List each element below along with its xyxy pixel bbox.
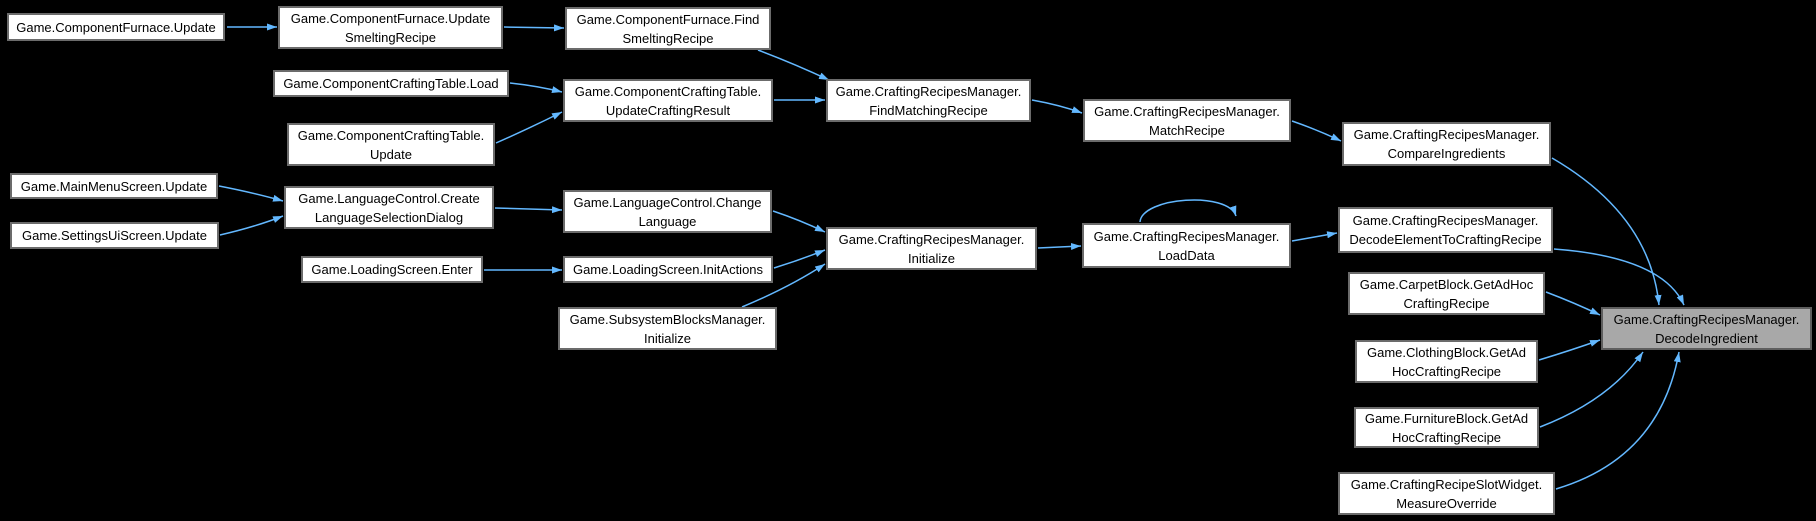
graph-node-clothing-block-get-ad-hoc-crafting-recipe[interactable]: Game.ClothingBlock.GetAd HocCraftingReci… xyxy=(1355,340,1538,383)
call-edge-crafting-recipes-manager-load-data--crafting-recipes-manager-decode-element-to-crafting-recipe xyxy=(1291,231,1338,242)
graph-node-crafting-recipes-manager-initialize[interactable]: Game.CraftingRecipesManager. Initialize xyxy=(826,227,1037,270)
call-edge-clothing-block-get-ad-hoc-crafting-recipe--crafting-recipes-manager-decode-ingredient xyxy=(1538,339,1601,361)
call-edge-main-menu-screen-update--language-control-create-language-selection-dialog xyxy=(218,185,284,202)
call-edge-component-furnace-update-smelting-recipe--component-furnace-find-smelting-recipe xyxy=(503,24,565,32)
call-edge-component-furnace-find-smelting-recipe--crafting-recipes-manager-find-matching-recipe xyxy=(757,49,830,81)
graph-node-crafting-recipes-manager-compare-ingredients[interactable]: Game.CraftingRecipesManager. CompareIngr… xyxy=(1342,122,1551,166)
graph-node-language-control-change-language[interactable]: Game.LanguageControl.Change Language xyxy=(563,190,772,233)
call-edge-language-control-change-language--crafting-recipes-manager-initialize xyxy=(772,210,826,233)
call-edge-component-crafting-table-update--component-crafting-table-update-crafting-result xyxy=(495,111,563,144)
graph-node-crafting-recipes-manager-load-data[interactable]: Game.CraftingRecipesManager. LoadData xyxy=(1082,223,1291,268)
graph-node-crafting-recipes-manager-decode-element-to-crafting-recipe[interactable]: Game.CraftingRecipesManager. DecodeEleme… xyxy=(1338,207,1553,253)
call-edge-settings-ui-screen-update--language-control-create-language-selection-dialog xyxy=(219,215,284,236)
call-edge-loading-screen-init-actions--crafting-recipes-manager-initialize xyxy=(773,249,826,269)
graph-node-crafting-recipes-manager-match-recipe[interactable]: Game.CraftingRecipesManager. MatchRecipe xyxy=(1083,99,1291,142)
call-edge-crafting-recipes-manager-load-data--crafting-recipes-manager-load-data xyxy=(1139,199,1237,223)
call-edge-crafting-recipes-manager-compare-ingredients--crafting-recipes-manager-decode-ingredient xyxy=(1551,157,1662,306)
graph-node-crafting-recipes-manager-decode-ingredient[interactable]: Game.CraftingRecipesManager. DecodeIngre… xyxy=(1601,307,1812,350)
graph-node-component-furnace-find-smelting-recipe[interactable]: Game.ComponentFurnace.Find SmeltingRecip… xyxy=(565,7,771,50)
graph-node-component-furnace-update-smelting-recipe[interactable]: Game.ComponentFurnace.Update SmeltingRec… xyxy=(278,6,503,49)
graph-node-component-crafting-table-load[interactable]: Game.ComponentCraftingTable.Load xyxy=(273,70,509,97)
graph-node-main-menu-screen-update[interactable]: Game.MainMenuScreen.Update xyxy=(10,173,218,199)
call-edge-component-crafting-table-load--component-crafting-table-update-crafting-result xyxy=(509,82,563,93)
graph-node-component-crafting-table-update[interactable]: Game.ComponentCraftingTable. Update xyxy=(287,123,495,166)
graph-node-subsystem-blocks-manager-initialize[interactable]: Game.SubsystemBlocksManager. Initialize xyxy=(558,307,777,350)
call-edge-carpet-block-get-ad-hoc-crafting-recipe--crafting-recipes-manager-decode-ingredient xyxy=(1545,291,1601,316)
graph-node-component-furnace-update[interactable]: Game.ComponentFurnace.Update xyxy=(7,13,225,41)
graph-node-component-crafting-table-update-crafting-result[interactable]: Game.ComponentCraftingTable. UpdateCraft… xyxy=(563,79,773,122)
call-edge-crafting-recipes-manager-initialize--crafting-recipes-manager-load-data xyxy=(1037,242,1082,250)
graph-node-loading-screen-init-actions[interactable]: Game.LoadingScreen.InitActions xyxy=(563,256,773,283)
graph-node-crafting-recipes-manager-find-matching-recipe[interactable]: Game.CraftingRecipesManager. FindMatchin… xyxy=(826,79,1031,122)
call-edge-crafting-recipes-manager-match-recipe--crafting-recipes-manager-compare-ingredients xyxy=(1291,120,1342,142)
call-edge-crafting-recipes-manager-decode-element-to-crafting-recipe--crafting-recipes-manager-decode-ingredient xyxy=(1553,248,1685,306)
call-edge-language-control-create-language-selection-dialog--language-control-change-language xyxy=(494,206,563,214)
graph-node-settings-ui-screen-update[interactable]: Game.SettingsUiScreen.Update xyxy=(10,222,219,249)
graph-node-language-control-create-language-selection-dialog[interactable]: Game.LanguageControl.Create LanguageSele… xyxy=(284,186,494,229)
call-edge-furniture-block-get-ad-hoc-crafting-recipe--crafting-recipes-manager-decode-ingredient xyxy=(1539,351,1644,428)
graph-node-carpet-block-get-ad-hoc-crafting-recipe[interactable]: Game.CarpetBlock.GetAdHoc CraftingRecipe xyxy=(1348,272,1545,315)
graph-node-furniture-block-get-ad-hoc-crafting-recipe[interactable]: Game.FurnitureBlock.GetAd HocCraftingRec… xyxy=(1354,407,1539,448)
graph-node-loading-screen-enter[interactable]: Game.LoadingScreen.Enter xyxy=(301,256,483,283)
graph-node-crafting-recipe-slot-widget-measure-override[interactable]: Game.CraftingRecipeSlotWidget. MeasureOv… xyxy=(1338,472,1555,515)
call-edge-crafting-recipe-slot-widget-measure-override--crafting-recipes-manager-decode-ingredient xyxy=(1555,351,1681,490)
call-edge-subsystem-blocks-manager-initialize--crafting-recipes-manager-initialize xyxy=(741,263,826,308)
call-edge-crafting-recipes-manager-find-matching-recipe--crafting-recipes-manager-match-recipe xyxy=(1031,99,1083,114)
